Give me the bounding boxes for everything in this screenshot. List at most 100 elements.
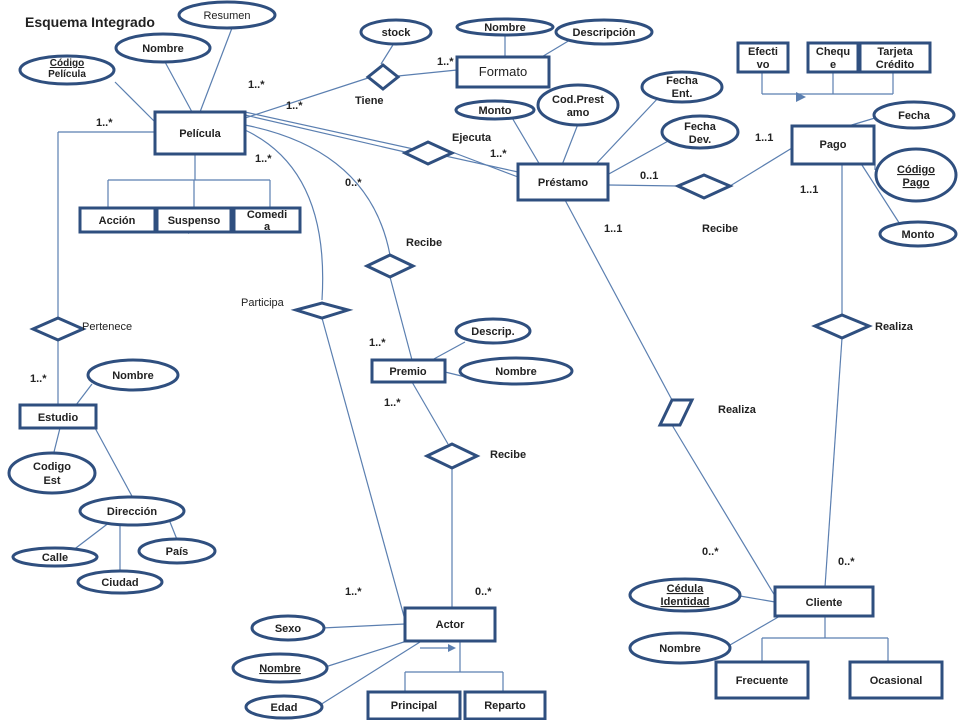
attr-direccion[interactable]: Dirección — [78, 495, 186, 527]
attr-pelicula-nombre[interactable]: Nombre — [114, 32, 212, 64]
rel-recibe-premio[interactable] — [363, 253, 417, 279]
attr-descripcion[interactable]: Descripción — [554, 18, 654, 46]
entity-estudio[interactable]: Estudio — [18, 403, 98, 430]
attr-resumen[interactable]: Resumen — [177, 0, 277, 30]
attr-label: Pago — [903, 177, 930, 189]
attr-ciudad[interactable]: Ciudad — [76, 569, 164, 595]
entity-pelicula[interactable]: Película — [153, 110, 247, 156]
rel-recibe-pago[interactable] — [674, 173, 734, 200]
attr-label: Est — [43, 475, 60, 487]
cardinality: 1..* — [490, 148, 507, 160]
cardinality: 1..* — [248, 79, 265, 91]
subclass-comedia[interactable]: Comedi a — [232, 206, 302, 234]
cardinality: 0..1 — [640, 170, 658, 182]
attr-label: Edad — [271, 702, 298, 714]
attr-actor-nombre[interactable]: Nombre — [231, 652, 329, 684]
attr-stock[interactable]: stock — [359, 18, 433, 46]
subclass-cheque[interactable]: Chequ e — [806, 41, 860, 74]
rel-pertenece[interactable] — [29, 316, 87, 342]
attr-codigo-pago[interactable]: Código Pago — [874, 147, 958, 203]
attr-pais[interactable]: País — [137, 537, 217, 565]
attr-label: Sexo — [275, 623, 302, 635]
attr-label: Nombre — [259, 663, 301, 675]
entity-label: Estudio — [38, 412, 79, 424]
rel-realiza-prestamo[interactable] — [657, 398, 695, 427]
entity-actor[interactable]: Actor — [403, 606, 497, 643]
attr-monto-prestamo[interactable]: Monto — [454, 99, 536, 121]
subclass-accion[interactable]: Acción — [78, 206, 157, 234]
entity-cliente[interactable]: Cliente — [773, 585, 875, 618]
attr-label: Ent. — [672, 88, 693, 100]
attr-cod-prestamo[interactable]: Cod.Prest amo — [536, 83, 620, 127]
attr-label: Nombre — [142, 43, 184, 55]
attr-label: Calle — [42, 552, 68, 564]
attr-fecha-ent[interactable]: Fecha Ent. — [640, 70, 724, 104]
attr-edad[interactable]: Edad — [244, 694, 324, 720]
entity-label: e — [830, 59, 836, 71]
cardinality: 1..* — [369, 337, 386, 349]
attr-label: Monto — [479, 105, 512, 117]
attr-label: Nombre — [112, 370, 154, 382]
entity-label: Formato — [479, 64, 527, 79]
entity-label: Frecuente — [736, 675, 789, 687]
rel-label-recibe-actor: Recibe — [490, 449, 526, 461]
attr-pago-monto[interactable]: Monto — [878, 220, 958, 248]
entity-label: Préstamo — [538, 177, 588, 189]
attr-label: Fecha — [898, 110, 931, 122]
subclass-tarjeta[interactable]: Tarjeta Crédito — [858, 41, 932, 74]
entity-label: Reparto — [484, 700, 526, 712]
cardinality: 1..* — [96, 117, 113, 129]
rel-recibe-actor[interactable] — [423, 442, 481, 470]
attr-codigo-pelicula[interactable]: Código Película — [18, 54, 116, 86]
entity-label: Ocasional — [870, 675, 923, 687]
entity-label: Acción — [99, 215, 136, 227]
connector-lines — [51, 27, 906, 706]
cardinality: 1..1 — [604, 223, 622, 235]
subclass-ocasional[interactable]: Ocasional — [848, 660, 944, 700]
attr-label: amo — [567, 107, 590, 119]
attr-cedula[interactable]: Cédula Identidad — [628, 577, 742, 613]
cardinality: 0..* — [702, 546, 719, 558]
entity-label: Crédito — [876, 59, 915, 71]
attr-cliente-nombre[interactable]: Nombre — [628, 631, 732, 665]
attr-label: Codigo — [33, 461, 71, 473]
attr-pago-fecha[interactable]: Fecha — [872, 100, 956, 130]
subclass-reparto[interactable]: Reparto — [463, 690, 547, 720]
attr-label: Monto — [902, 229, 935, 241]
attr-codigo-est[interactable]: Codigo Est — [7, 451, 97, 495]
attr-label: Código — [50, 58, 84, 69]
attr-label: Código — [897, 164, 935, 176]
rel-label-recibe-pago: Recibe — [702, 223, 738, 235]
entity-prestamo[interactable]: Préstamo — [516, 162, 610, 202]
attr-fecha-dev[interactable]: Fecha Dev. — [660, 114, 740, 150]
attr-premio-nombre[interactable]: Nombre — [458, 356, 574, 386]
subclass-suspenso[interactable]: Suspenso — [155, 206, 233, 234]
rel-label-tiene: Tiene — [355, 95, 384, 107]
attr-label: Nombre — [495, 366, 537, 378]
attr-premio-descrip[interactable]: Descrip. — [454, 317, 532, 345]
cardinality: 1..* — [437, 56, 454, 68]
entity-label: Efecti — [748, 46, 778, 58]
attr-sexo[interactable]: Sexo — [250, 614, 326, 642]
entity-label: Actor — [436, 619, 465, 631]
rel-ejecuta[interactable] — [401, 140, 456, 166]
attr-calle[interactable]: Calle — [11, 546, 99, 568]
rel-participa[interactable] — [290, 301, 354, 320]
attr-label: Dev. — [689, 134, 711, 146]
subclass-efectivo[interactable]: Efecti vo — [736, 41, 790, 74]
entity-premio[interactable]: Premio — [370, 358, 447, 384]
rel-label-participa: Participa — [241, 297, 285, 309]
entity-label: Pago — [820, 139, 847, 151]
entity-pago[interactable]: Pago — [790, 124, 876, 166]
attr-formato-nombre[interactable]: Nombre — [455, 17, 555, 37]
entity-label: a — [264, 221, 271, 233]
rel-label-ejecuta: Ejecuta — [452, 132, 492, 144]
subclass-principal[interactable]: Principal — [366, 690, 462, 720]
entity-formato[interactable]: Formato — [455, 55, 551, 89]
attr-estudio-nombre[interactable]: Nombre — [86, 358, 180, 392]
cardinality: 1..1 — [800, 184, 818, 196]
rel-realiza-pago[interactable] — [811, 313, 873, 340]
rel-tiene[interactable] — [365, 63, 401, 91]
subclass-frecuente[interactable]: Frecuente — [714, 660, 810, 700]
